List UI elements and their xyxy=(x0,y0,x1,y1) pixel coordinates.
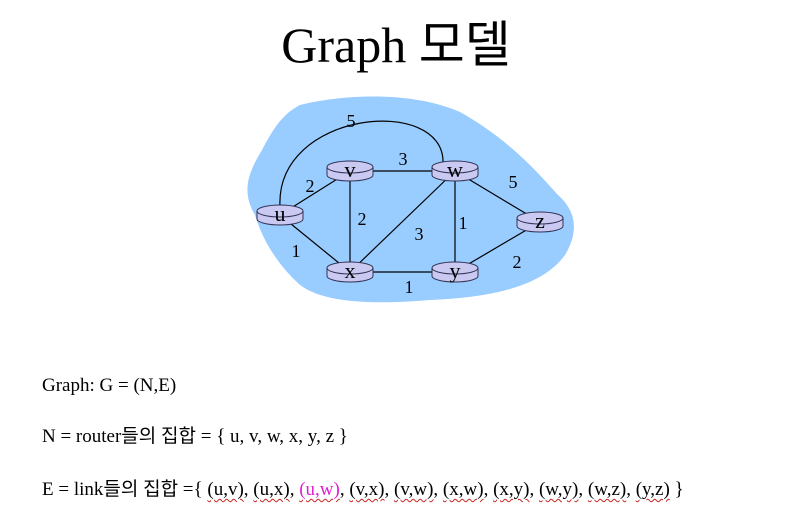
router-label-u: u xyxy=(275,201,286,226)
edge-set-item: (u,w) xyxy=(299,479,340,500)
router-label-x: x xyxy=(345,258,356,283)
router-label-w: w xyxy=(447,157,463,182)
router-label-v: v xyxy=(345,157,356,182)
edge-weight-w-y: 1 xyxy=(459,213,468,233)
nodes-layer: u v w x y z xyxy=(256,157,564,283)
edge-set-separator: , xyxy=(433,479,443,500)
edge-set-separator: , xyxy=(243,479,254,500)
edge-weight-x-y: 1 xyxy=(405,277,414,297)
router-node-u: u xyxy=(256,201,304,226)
edge-set-separator: , xyxy=(289,479,300,500)
edge-set-item: (y,z) xyxy=(635,479,670,500)
router-label-y: y xyxy=(450,258,461,283)
router-label-z: z xyxy=(535,208,545,233)
edge-set-suffix: } xyxy=(669,479,684,500)
edge-set-item: (x,w) xyxy=(442,479,484,500)
edge-set-separator: , xyxy=(384,479,395,500)
edge-set-item: (u,x) xyxy=(253,479,290,500)
network-cloud xyxy=(247,96,574,303)
edge-set-item: (u,v) xyxy=(207,479,244,500)
edge-set-separator: , xyxy=(339,479,350,500)
router-node-x: x xyxy=(326,258,374,283)
router-node-w: w xyxy=(431,157,479,182)
edge-set-separator: , xyxy=(483,479,494,500)
router-node-z: z xyxy=(516,208,564,233)
edge-set-separator: , xyxy=(626,479,636,500)
edge-weight-u-x: 1 xyxy=(292,241,301,261)
edge-set-item: (v,x) xyxy=(349,479,385,500)
edge-set-prefix: E = link들의 집합 ={ xyxy=(42,479,208,500)
edge-set-definition: E = link들의 집합 ={ (u,v), (u,x), (u,w), (v… xyxy=(42,478,684,502)
edge-weight-v-w: 3 xyxy=(399,149,408,169)
edge-weight-w-z: 5 xyxy=(509,172,518,192)
edge-set-item: (w,y) xyxy=(538,479,579,500)
page-title: Graph 모델 xyxy=(281,17,511,73)
edge-weight-u-v: 2 xyxy=(306,176,315,196)
edge-u-w xyxy=(279,120,444,208)
edge-weight-w-x: 3 xyxy=(415,224,424,244)
edge-set-item: (v,w) xyxy=(394,479,434,500)
router-node-v: v xyxy=(326,157,374,182)
edge-set-items: (u,v), (u,x), (u,w), (v,x), (v,w), (x,w)… xyxy=(207,479,669,500)
edge-weight-u-w: 5 xyxy=(347,111,356,131)
edge-weight-y-z: 2 xyxy=(513,252,522,272)
edge-weight-v-x: 2 xyxy=(358,209,367,229)
node-set-definition: N = router들의 집합 = { u, v, w, x, y, z } xyxy=(42,426,348,447)
graph-definition: Graph: G = (N,E) xyxy=(42,375,177,396)
edge-set-separator: , xyxy=(529,479,539,500)
network-graph: 5 3 2 5 2 3 1 1 2 1 u v w x y z xyxy=(247,96,574,303)
weights-layer: 5 3 2 5 2 3 1 1 2 1 xyxy=(292,111,522,297)
edge-set-item: (x,y) xyxy=(493,479,530,500)
edge-set-separator: , xyxy=(578,479,588,500)
edge-w-x xyxy=(349,170,456,273)
router-node-y: y xyxy=(431,258,479,283)
edge-set-item: (w,z) xyxy=(587,479,627,500)
